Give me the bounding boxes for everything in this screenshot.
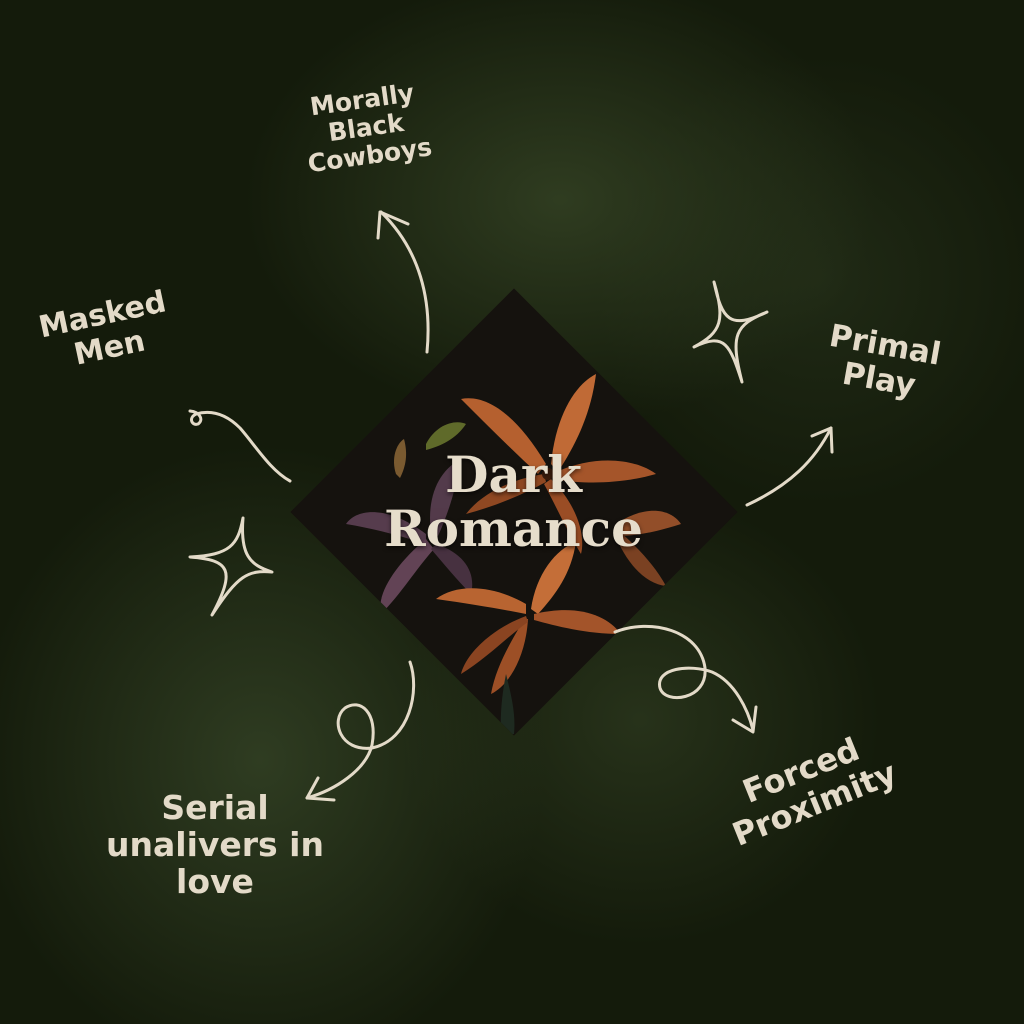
center-title: Dark Romance — [384, 445, 643, 558]
branch-label-serial-unalivers-in-love: Serial unalivers in love — [106, 788, 324, 901]
